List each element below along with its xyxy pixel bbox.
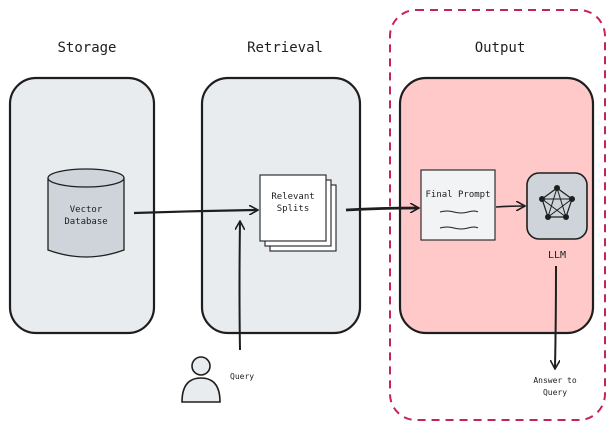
answer-label-line2: Query — [543, 388, 567, 397]
relevant-splits-label-line2: Splits — [277, 204, 310, 214]
arrow-splits-to-prompt — [345, 208, 418, 210]
arrow-db-to-splits — [133, 210, 257, 213]
final-prompt-card — [420, 169, 496, 241]
arrow-prompt-to-llm — [495, 206, 524, 207]
output-frame — [389, 9, 606, 421]
prompt-line-1 — [439, 210, 479, 214]
output-title: Output — [475, 40, 526, 56]
prompt-line-2 — [439, 226, 479, 230]
retrieval-title: Retrieval — [247, 40, 323, 56]
vector-database-label-line2: Database — [64, 217, 107, 227]
vector-database-label-line1: Vector — [70, 205, 103, 215]
vector-database-icon — [47, 168, 125, 258]
query-label: Query — [230, 372, 254, 381]
final-prompt-label: Final Prompt — [425, 190, 490, 200]
arrow-query-to-splits — [240, 222, 241, 351]
arrow-llm-to-answer — [555, 265, 556, 368]
relevant-splits-label-line1: Relevant — [271, 192, 314, 202]
answer-label-line1: Answer to — [533, 376, 577, 385]
llm-icon — [526, 172, 588, 240]
storage-title: Storage — [57, 40, 116, 56]
user-icon — [181, 356, 221, 403]
relevant-splits-icon — [259, 174, 337, 252]
output-panel — [398, 76, 595, 335]
llm-label: LLM — [548, 250, 566, 261]
